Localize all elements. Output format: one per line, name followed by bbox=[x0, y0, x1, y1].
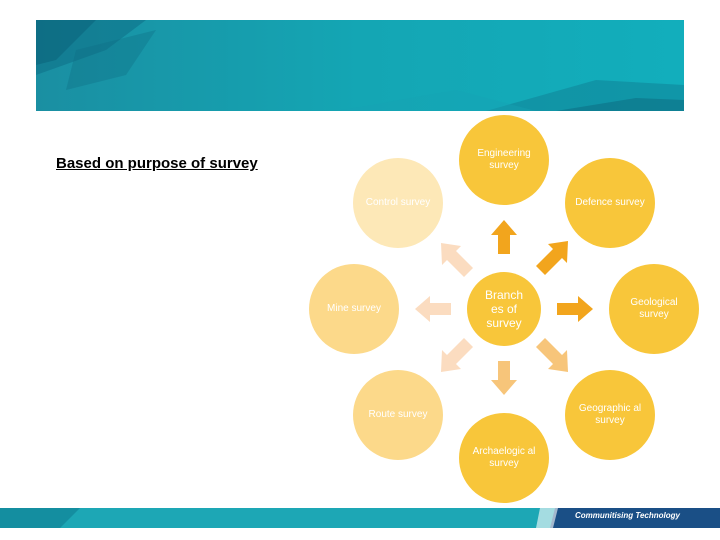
node-archaeological-survey: Archaelogic al survey bbox=[459, 413, 549, 503]
node-label: Geological survey bbox=[630, 297, 678, 320]
node-label: Archaelogic al survey bbox=[472, 446, 536, 469]
arrow-down bbox=[491, 361, 517, 395]
node-branches-of-survey: Branch es of survey bbox=[467, 272, 541, 346]
node-control-survey: Control survey bbox=[353, 158, 443, 248]
footer-bar: Communitising Technology bbox=[0, 508, 720, 528]
node-label: Engineering survey bbox=[477, 148, 531, 171]
arrow-down-left bbox=[441, 338, 473, 372]
arrow-right bbox=[557, 296, 593, 322]
page-heading: Based on purpose of survey bbox=[56, 155, 258, 172]
header-banner bbox=[36, 20, 684, 111]
node-engineering-survey: Engineering survey bbox=[459, 115, 549, 205]
node-route-survey: Route survey bbox=[353, 370, 443, 460]
node-label: Geographic al survey bbox=[578, 403, 642, 426]
arrow-up-left bbox=[441, 243, 473, 277]
node-label: Defence survey bbox=[575, 197, 645, 208]
node-defence-survey: Defence survey bbox=[565, 158, 655, 248]
arrow-up bbox=[491, 220, 517, 254]
arrow-left bbox=[415, 296, 451, 322]
node-label: Route survey bbox=[368, 409, 428, 420]
center-label: Branch es of survey bbox=[484, 288, 524, 330]
banner-pattern bbox=[36, 20, 684, 111]
node-mine-survey: Mine survey bbox=[309, 264, 399, 354]
node-label: Mine survey bbox=[327, 303, 381, 314]
footer-tagline: Communitising Technology bbox=[574, 511, 680, 520]
node-label: Control survey bbox=[365, 197, 431, 208]
arrow-down-right bbox=[536, 338, 568, 372]
node-geographical-survey: Geographic al survey bbox=[565, 370, 655, 460]
node-geological-survey: Geological survey bbox=[609, 264, 699, 354]
arrow-up-right bbox=[536, 241, 568, 275]
footer-pattern bbox=[0, 508, 720, 528]
